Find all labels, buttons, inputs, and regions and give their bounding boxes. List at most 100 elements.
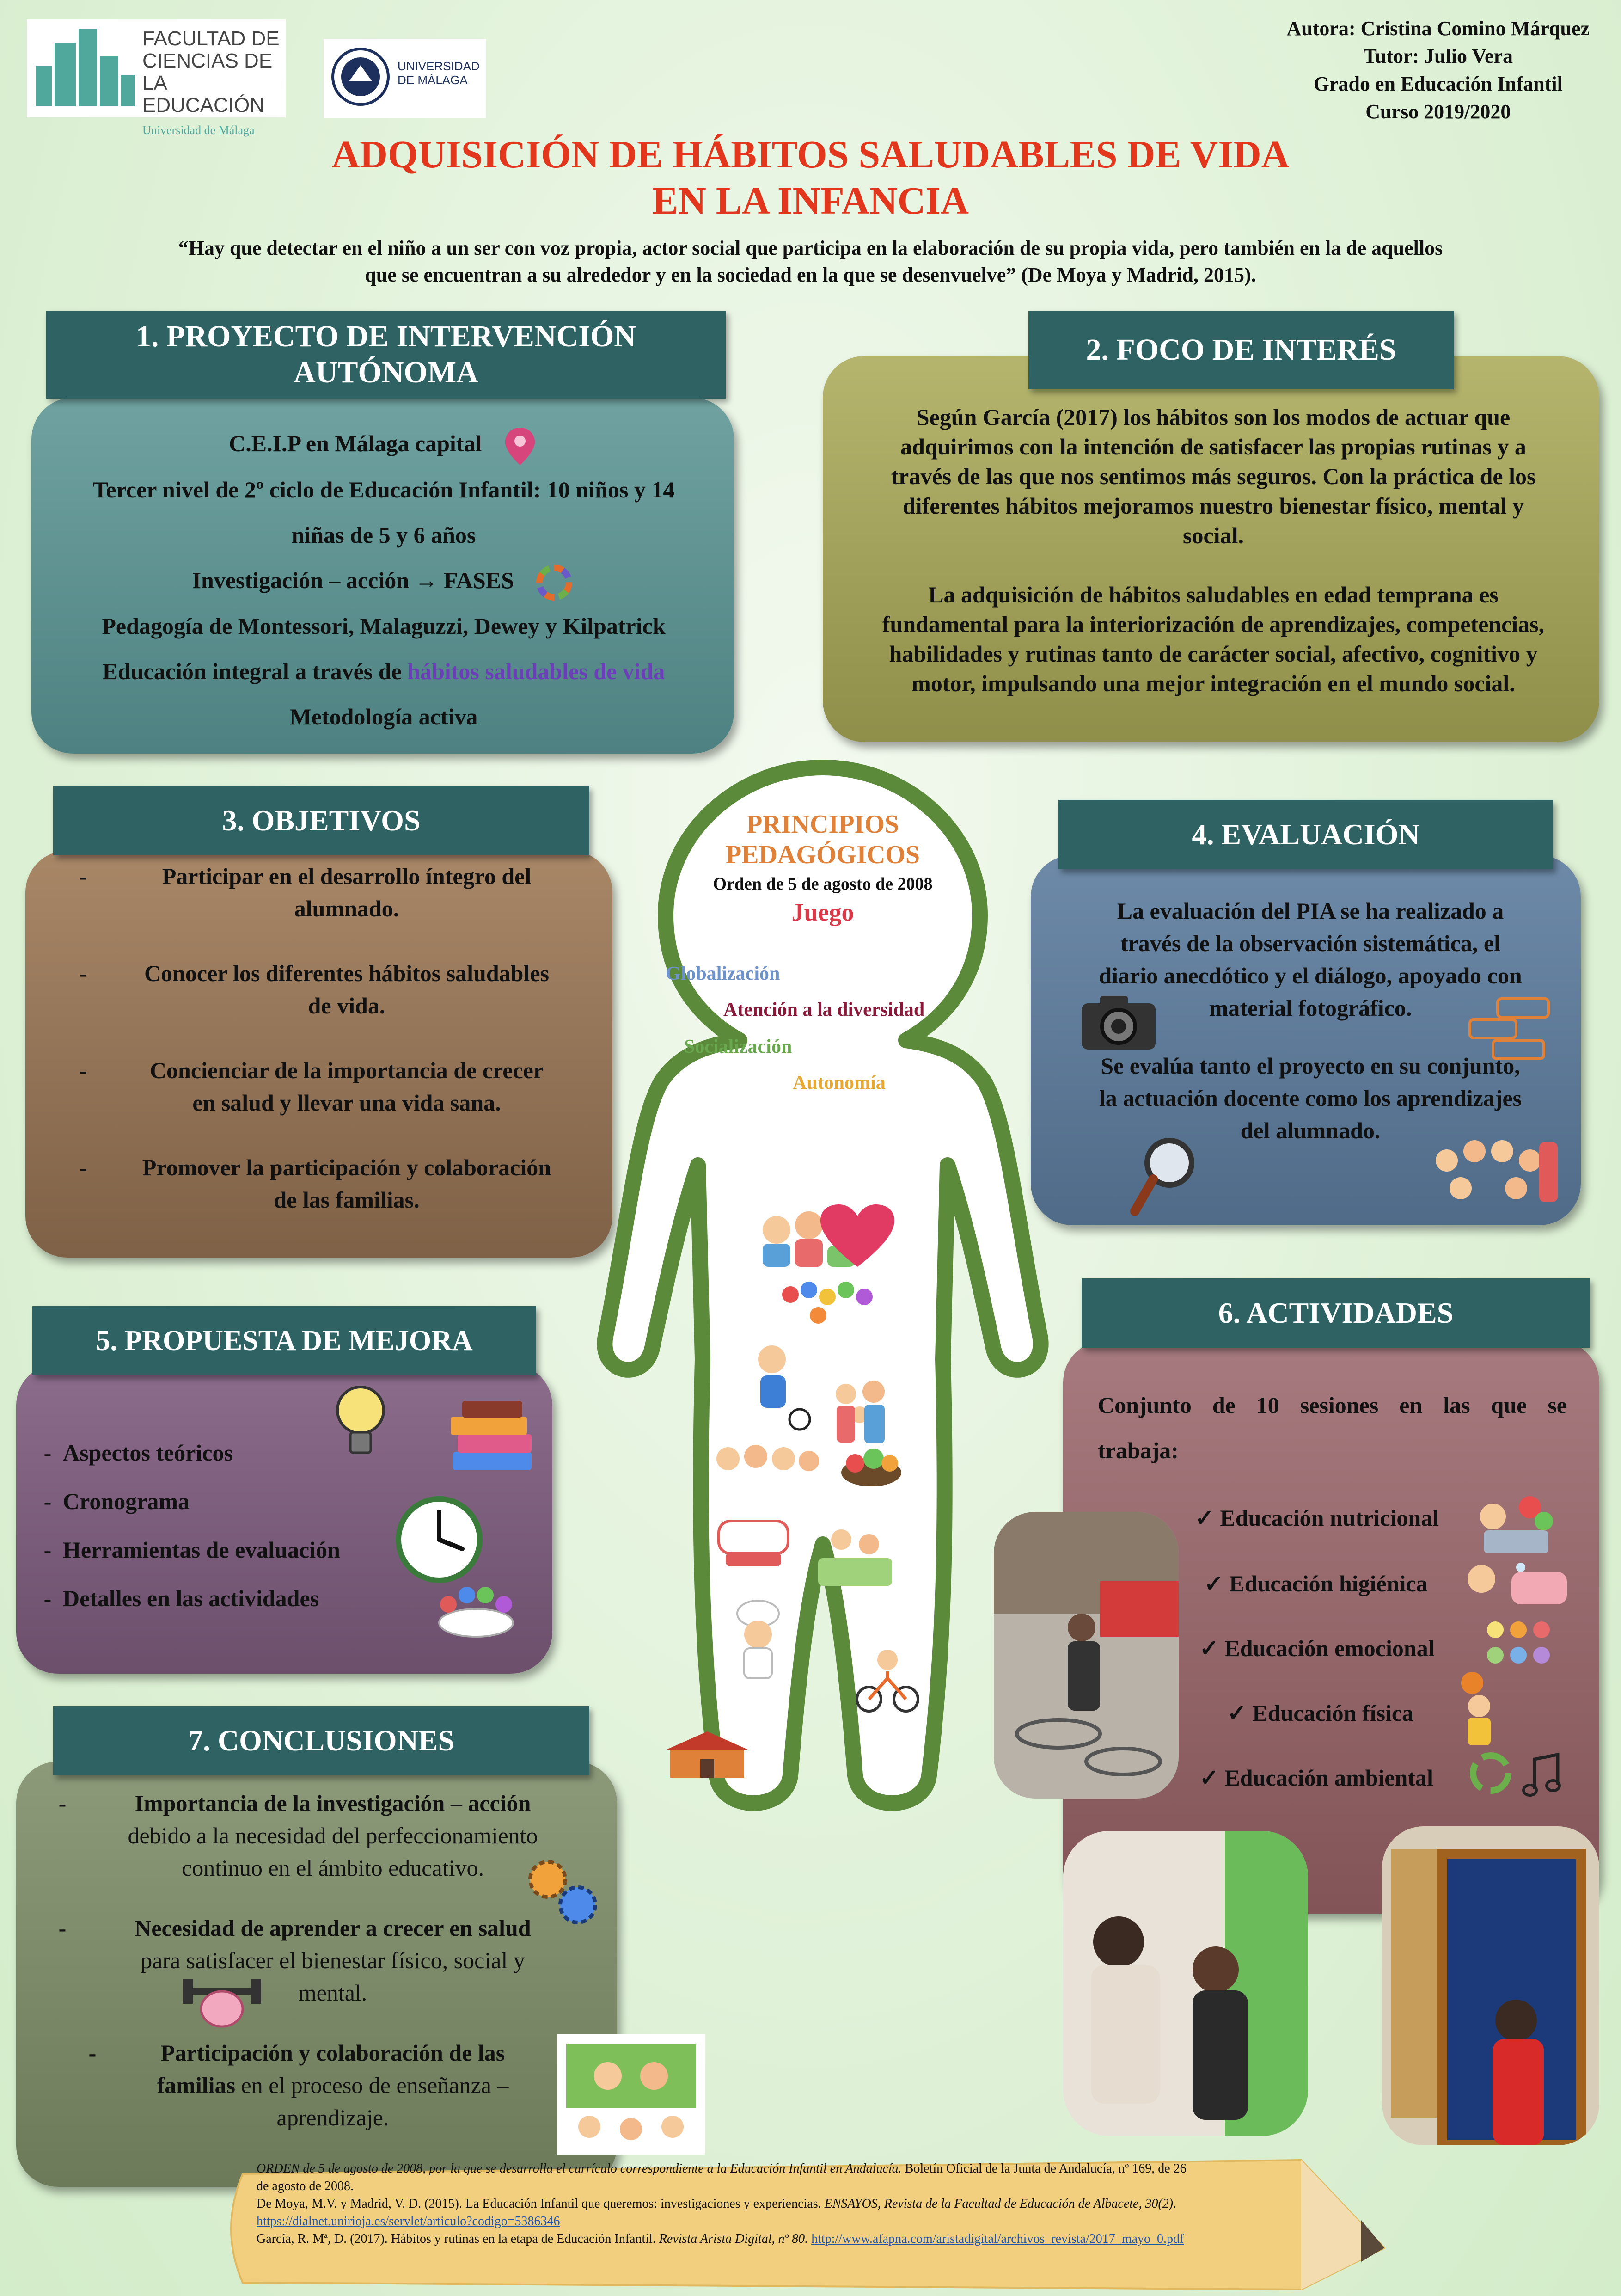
lightbulb-icon bbox=[336, 1386, 385, 1454]
group-description-2: niñas de 5 y 6 años bbox=[291, 522, 476, 548]
conclusion-bold: Participación y colaboración de las bbox=[160, 2040, 505, 2066]
quote-line: “Hay que detectar en el niño a un ser co… bbox=[178, 237, 1443, 259]
reference-2-journal: ENSAYOS, Revista de la Facultad de Educa… bbox=[824, 2197, 1177, 2211]
check-icon: ✓ bbox=[1227, 1700, 1247, 1726]
teacher-family-icon bbox=[557, 2034, 705, 2155]
children-group-icon bbox=[716, 1445, 819, 1471]
music-note-icon bbox=[1522, 1752, 1561, 1797]
focus-para-line: Según García (2017) los hábitos son los … bbox=[916, 404, 1511, 430]
faculty-logo: FACULTAD DE CIENCIAS DE LA EDUCACIÓN Uni… bbox=[27, 19, 286, 137]
authors-block: Autora: Cristina Comino Márquez Tutor: J… bbox=[1287, 15, 1590, 126]
section-3-box bbox=[25, 851, 612, 1258]
method-phases: Investigación – acción → FASES bbox=[192, 567, 514, 593]
meeting-table-icon bbox=[438, 1587, 514, 1638]
vegetables-icon bbox=[841, 1449, 901, 1486]
section-5-header: 5. PROPUESTA DE MEJORA bbox=[32, 1306, 536, 1375]
conclusion-item: - Importancia de la investigación – acci… bbox=[37, 1787, 592, 1884]
section-7-title: 7. CONCLUSIONES bbox=[188, 1724, 455, 1757]
pencil-banner bbox=[230, 2159, 1386, 2291]
reference-2-link[interactable]: https://dialnet.unirioja.es/servlet/arti… bbox=[257, 2214, 560, 2228]
conclusion-text: mental. bbox=[298, 1980, 367, 2006]
section-2-box bbox=[823, 356, 1599, 742]
objective-item: - Conocer los diferentes hábitos saludab… bbox=[46, 957, 601, 1022]
evaluation-line: través de la observación sistemática, el bbox=[1120, 930, 1501, 956]
objective-line: Participar en el desarrollo íntegro del bbox=[162, 863, 532, 889]
improvement-dash: - bbox=[43, 1537, 52, 1563]
section-3-header: 3. OBJETIVOS bbox=[53, 786, 589, 855]
conclusion-bold: familias bbox=[157, 2072, 236, 2098]
references-block: ORDEN de 5 de agosto de 2008, por la que… bbox=[257, 2160, 1264, 2248]
objective-line: Promover la participación y colaboración bbox=[142, 1154, 551, 1180]
improvement-text: Aspectos teóricos bbox=[63, 1440, 233, 1466]
conclusion-text: debido a la necesidad del perfeccionamie… bbox=[128, 1823, 538, 1848]
focus-para-line: La adquisición de hábitos saludables en … bbox=[928, 582, 1499, 608]
balloons-icon bbox=[782, 1282, 873, 1324]
activity-label: Educación ambiental bbox=[1224, 1765, 1433, 1791]
title-line: EN LA INFANCIA bbox=[652, 179, 969, 222]
heart-icon bbox=[820, 1204, 894, 1267]
children-park-icon bbox=[818, 1529, 892, 1586]
group-description: Tercer nivel de 2º ciclo de Educación In… bbox=[92, 476, 675, 503]
quote-line: que se encuentran a su alrededor y en la… bbox=[365, 264, 1256, 286]
chef-child-icon bbox=[736, 1600, 780, 1679]
books-icon bbox=[451, 1401, 532, 1470]
speech-bubbles-icon bbox=[1468, 997, 1550, 1060]
activity-label: Educación nutricional bbox=[1220, 1505, 1439, 1531]
conclusion-bold: Necesidad de aprender a crecer en salud bbox=[135, 1915, 531, 1941]
reference-3-journal: Revista Arista Digital, nº 80. bbox=[659, 2232, 808, 2246]
objective-line: alumnado. bbox=[294, 896, 399, 921]
activity-item: ✓ Educación nutricional bbox=[1195, 1503, 1439, 1533]
school-building-icon bbox=[666, 1731, 749, 1778]
activity-item: ✓ Educación física bbox=[1227, 1698, 1413, 1728]
child-soccer-icon bbox=[758, 1345, 811, 1431]
conclusion-dash: - bbox=[88, 2040, 97, 2066]
objective-line: Concienciar de la importancia de crecer bbox=[149, 1057, 544, 1083]
objective-dash: - bbox=[79, 1057, 87, 1083]
principle-diversidad: Atención a la diversidad bbox=[723, 999, 925, 1020]
evaluation-line: La evaluación del PIA se ha realizado a bbox=[1117, 898, 1504, 924]
reference-2: De Moya, M.V. y Madrid, V. D. (2015). La… bbox=[257, 2197, 825, 2211]
principle-autonomia: Autonomía bbox=[793, 1072, 886, 1093]
activities-intro: Conjunto de 10 sesiones en las que se tr… bbox=[1098, 1382, 1567, 1473]
conclusion-dash: - bbox=[58, 1790, 67, 1816]
principle-socializacion: Socialización bbox=[684, 1036, 792, 1057]
activities-intro-line: Conjunto de 10 sesiones en las que se bbox=[1098, 1392, 1567, 1418]
magnifier-icon bbox=[1130, 1138, 1194, 1216]
activity-item: ✓ Educación ambiental bbox=[1199, 1762, 1433, 1793]
gears-icon bbox=[528, 1860, 597, 1924]
improvement-text: Detalles en las actividades bbox=[63, 1585, 319, 1611]
check-icon: ✓ bbox=[1199, 1765, 1219, 1791]
faculty-logo-line: CIENCIAS DE bbox=[142, 49, 273, 72]
section-1-title-line: AUTÓNOMA bbox=[294, 356, 478, 389]
section-1-header: 1. PROYECTO DE INTERVENCIÓN AUTÓNOMA bbox=[46, 311, 726, 399]
focus-para-line: través de las que nos sentimos más segur… bbox=[891, 463, 1536, 489]
author-line: Curso 2019/2020 bbox=[1365, 100, 1511, 123]
activity-label: Educación higiénica bbox=[1229, 1571, 1428, 1596]
conclusion-text: para satisfacer el bienestar físico, soc… bbox=[141, 1947, 525, 1973]
objective-dash: - bbox=[79, 863, 87, 889]
principle-globalizacion: Globalización bbox=[666, 963, 780, 984]
improvement-item: -Herramientas de evaluación bbox=[32, 1526, 448, 1574]
conclusion-item: - Necesidad de aprender a crecer en salu… bbox=[37, 1912, 592, 2009]
conclusion-text: aprendizaje. bbox=[276, 2105, 389, 2130]
section-4-title: 4. EVALUACIÓN bbox=[1192, 818, 1420, 851]
principles-block: PRINCIPIOS PEDAGÓGICOS Orden de 5 de ago… bbox=[656, 809, 989, 927]
author-line: Tutor: Julio Vera bbox=[1363, 45, 1513, 68]
activity-photo-hopscotch bbox=[994, 1512, 1179, 1799]
improvement-item: -Detalles en las actividades bbox=[32, 1574, 448, 1623]
evaluation-line: material fotográfico. bbox=[1209, 995, 1412, 1021]
uma-logo-line: DE MÁLAGA bbox=[398, 73, 468, 87]
reference-3-link[interactable]: http://www.afapna.com/aristadigital/arch… bbox=[811, 2232, 1184, 2246]
section-2-header: 2. FOCO DE INTERÉS bbox=[1028, 311, 1454, 389]
conclusion-text: continuo en el ámbito educativo. bbox=[182, 1855, 484, 1881]
evaluation-line: Se evalúa tanto el proyecto en su conjun… bbox=[1101, 1053, 1520, 1079]
improvement-item: -Cronograma bbox=[32, 1477, 448, 1526]
objective-item: - Concienciar de la importancia de crece… bbox=[46, 1054, 601, 1119]
nutrition-icon bbox=[1480, 1496, 1553, 1553]
active-methodology: Metodología activa bbox=[289, 704, 478, 730]
check-icon: ✓ bbox=[1204, 1571, 1223, 1596]
reference-1-journal: Boletín Oficial de la Junta de Andalucía… bbox=[901, 2161, 1187, 2176]
phases-cycle-icon bbox=[536, 565, 573, 601]
emotion-faces-icon bbox=[1487, 1621, 1550, 1664]
uma-logo-line: UNIVERSIDAD bbox=[398, 59, 480, 73]
